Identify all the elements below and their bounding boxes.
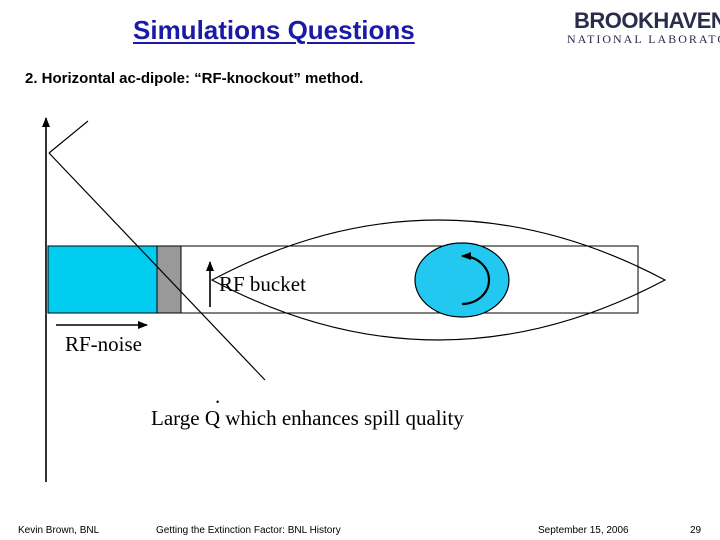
diagonal-line-main bbox=[48, 152, 266, 381]
separatrix-curve bbox=[210, 219, 667, 341]
beam-circle bbox=[414, 242, 510, 318]
rf-bucket-label: RF bucket bbox=[219, 272, 306, 296]
q-dot-symbol: . bbox=[215, 384, 220, 408]
logo-subtext: NATIONAL LABORATORY bbox=[567, 32, 720, 46]
spill-quality-caption: Large Q which enhances spill quality bbox=[151, 406, 464, 430]
slide-subtitle: 2. Horizontal ac-dipole: “RF-knockout” m… bbox=[25, 70, 364, 87]
beam-region bbox=[47, 245, 158, 314]
rf-noise-label: RF-noise bbox=[65, 332, 142, 356]
rotation-arrow-icon bbox=[461, 252, 491, 306]
footer-date: September 15, 2006 bbox=[538, 525, 629, 536]
brookhaven-logo: BROOKHAVEN NATIONAL LABORATORY bbox=[560, 8, 720, 46]
logo-wordmark: BROOKHAVEN bbox=[574, 8, 720, 33]
footer-talk-title: Getting the Extinction Factor: BNL Histo… bbox=[156, 525, 341, 536]
caption-prefix: Large bbox=[151, 406, 205, 430]
caption-suffix: which enhances spill quality bbox=[220, 406, 464, 430]
slide-title: Simulations Questions bbox=[133, 15, 415, 45]
footer-page-number: 29 bbox=[690, 525, 702, 536]
caption-q-symbol: Q bbox=[205, 406, 220, 430]
footer-author: Kevin Brown, BNL bbox=[18, 525, 100, 536]
diagonal-line-upper bbox=[48, 120, 89, 154]
